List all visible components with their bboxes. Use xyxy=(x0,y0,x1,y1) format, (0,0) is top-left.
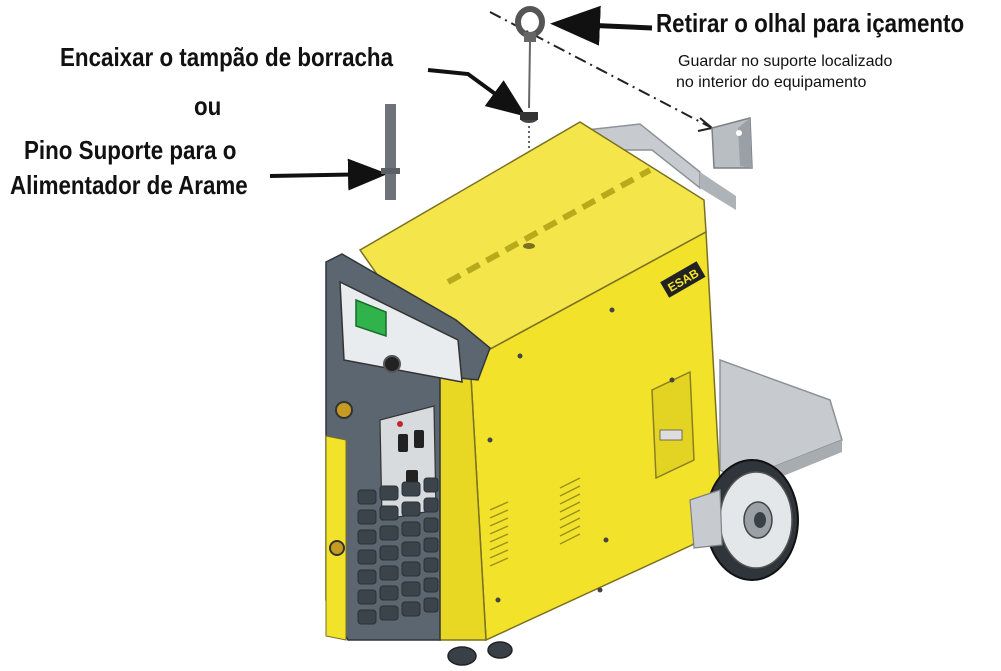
eyebolt-pointer-arrow xyxy=(550,5,653,46)
support-pin-icon xyxy=(381,104,400,200)
front-caster-wheels xyxy=(447,641,513,666)
rubber-cap-pointer-arrow xyxy=(427,68,527,117)
or-label: ou xyxy=(194,91,222,121)
store-note-line1: Guardar no suporte localizado xyxy=(678,53,893,70)
ground-connector xyxy=(329,540,345,556)
body-screws xyxy=(487,307,703,603)
top-slot-row xyxy=(446,167,652,285)
torch-connector xyxy=(335,401,353,419)
storage-bracket-icon xyxy=(711,117,753,169)
top-lifting-hole xyxy=(523,243,535,249)
support-pin-label-line1: Pino Suporte para o xyxy=(24,135,237,165)
rubber-cap-icon xyxy=(520,112,538,123)
side-access-panel xyxy=(651,370,695,480)
wheel-axle-bracket xyxy=(689,489,723,549)
storage-path-dashdot xyxy=(489,11,713,129)
display-screen-green xyxy=(355,298,387,338)
fit-rubber-cap-label: Encaixar o tampão de borracha xyxy=(60,42,394,72)
support-pin-label-line2: Alimentador de Arame xyxy=(10,170,248,200)
side-vent-left xyxy=(489,501,509,567)
lifting-eyebolt-icon xyxy=(515,6,545,109)
control-knob-main xyxy=(383,355,401,373)
store-note-line2: no interior do equipamento xyxy=(676,74,867,91)
rear-wheel xyxy=(705,459,799,581)
support-pin-pointer-arrow xyxy=(269,158,388,191)
remove-eyebolt-label: Retirar o olhal para içamento xyxy=(656,8,965,38)
side-vent-right xyxy=(559,477,581,545)
front-vent-grid xyxy=(357,477,439,625)
front-label-strip xyxy=(325,435,347,641)
